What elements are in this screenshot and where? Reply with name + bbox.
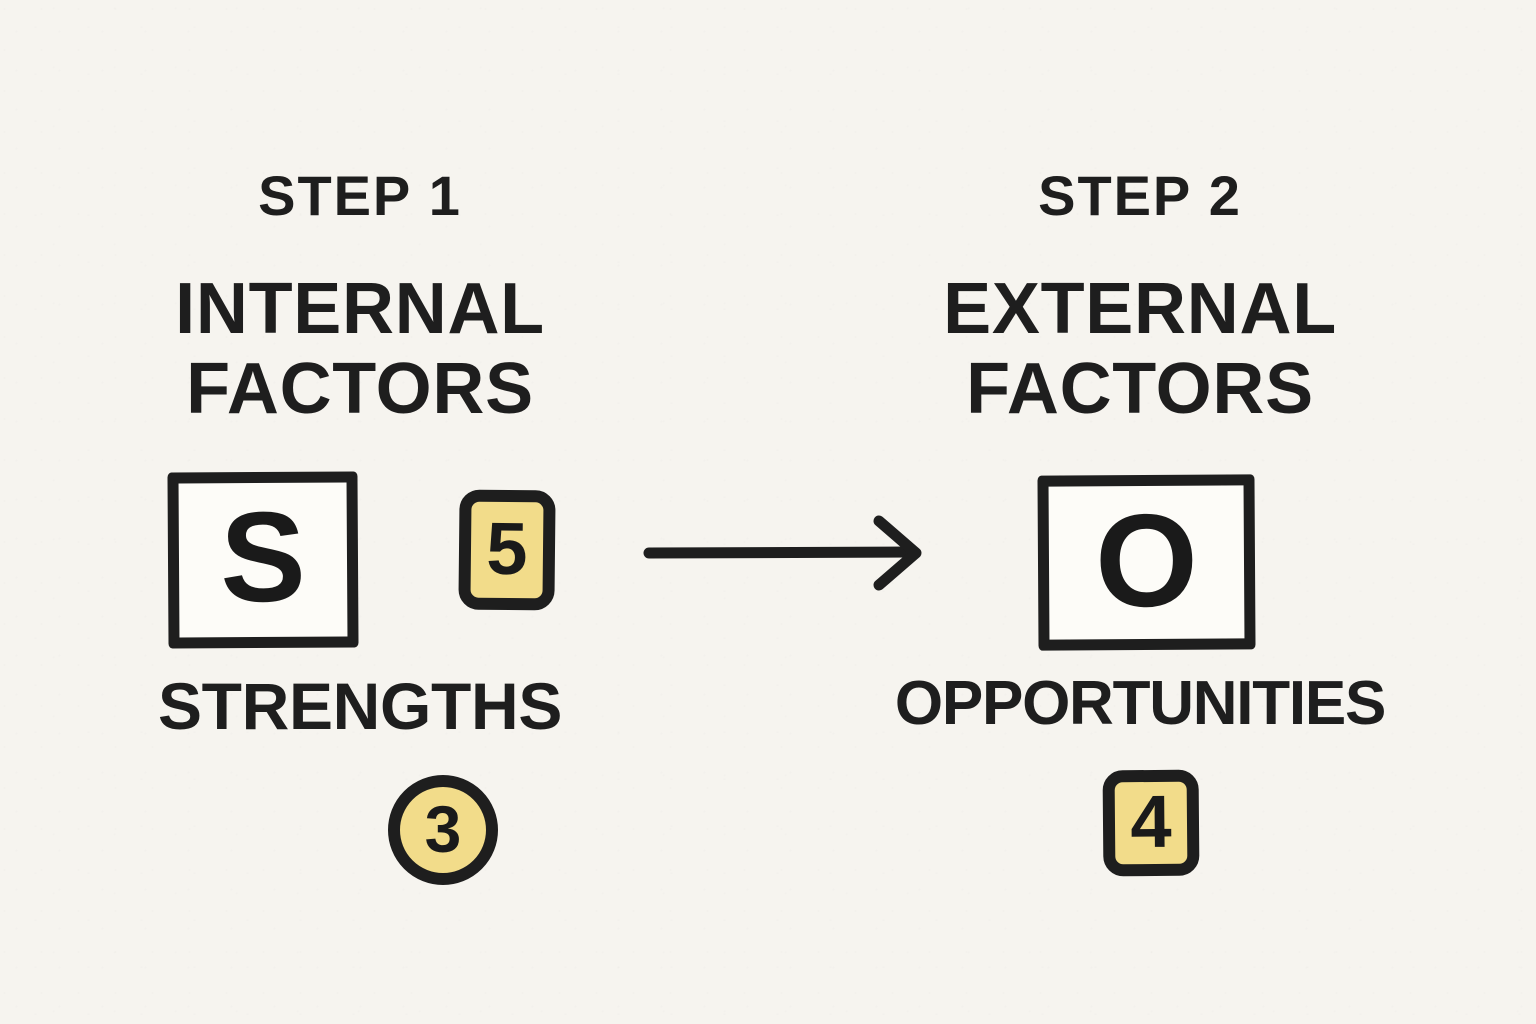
letter-glyph-s: S bbox=[219, 485, 307, 630]
step-1-label: STEP 1 bbox=[258, 164, 462, 227]
step-2-column: STEP 2 EXTERNAL FACTORS OPPORTUNITIES bbox=[790, 0, 1490, 1024]
step-2-category-label: OPPORTUNITIES bbox=[894, 669, 1387, 738]
step-1-column: STEP 1 INTERNAL FACTORS STRENGTHS bbox=[10, 0, 710, 1024]
letter-box-o: O bbox=[1037, 474, 1256, 651]
badge-number: 4 bbox=[1130, 779, 1172, 863]
step-2-factors-line-2: FACTORS bbox=[966, 349, 1314, 429]
step-1-factors-line-1: INTERNAL bbox=[175, 269, 545, 349]
arrow-right-icon bbox=[643, 515, 922, 591]
badge-number: 3 bbox=[424, 792, 462, 866]
step-1-factors-line-2: FACTORS bbox=[186, 349, 534, 429]
badge-step2-bottom: 4 bbox=[1102, 769, 1200, 877]
step-1-category-label: STRENGTHS bbox=[157, 669, 563, 743]
badge-number: 5 bbox=[486, 506, 529, 590]
step-2-factors-line-1: EXTERNAL bbox=[943, 269, 1337, 349]
letter-box-s: S bbox=[167, 471, 359, 649]
step-2-label: STEP 2 bbox=[1038, 164, 1242, 227]
badge-step1-top: 5 bbox=[458, 489, 556, 611]
badge-step1-bottom: 3 bbox=[388, 775, 498, 885]
letter-glyph-o: O bbox=[1094, 486, 1199, 634]
